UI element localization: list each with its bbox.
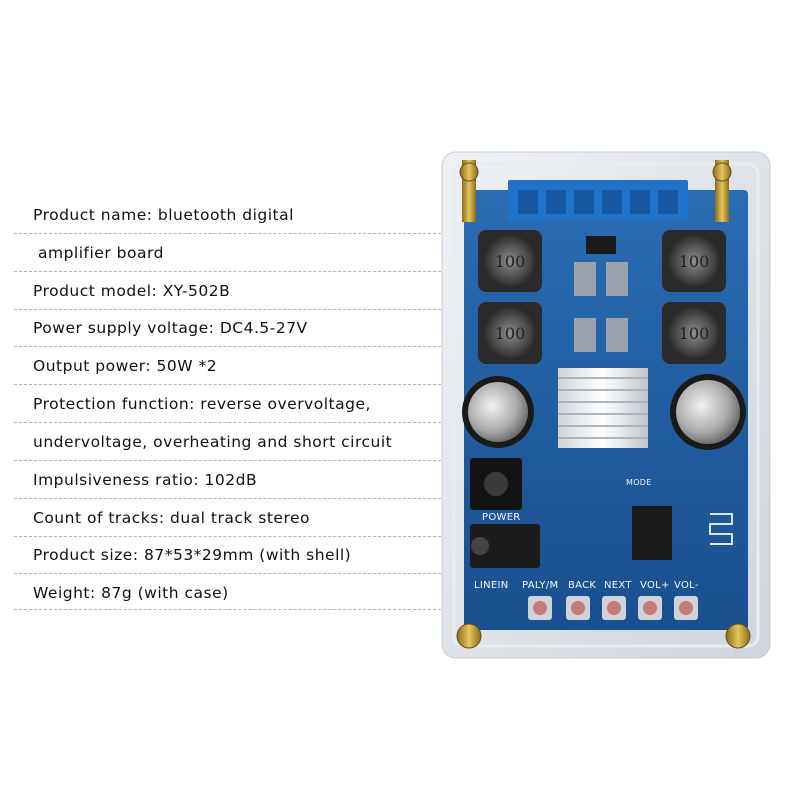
regulator-chip: [586, 236, 616, 254]
spec-list: Product name: bluetooth digital amplifie…: [14, 206, 441, 610]
inductor-bottom-left: 100: [478, 302, 542, 364]
svg-text:LINEIN: LINEIN: [474, 580, 509, 591]
film-capacitors: [574, 262, 628, 352]
svg-text:100: 100: [495, 324, 526, 343]
spec-output-power: Output power: 50W *2: [33, 357, 218, 375]
divider: [14, 573, 441, 574]
case-inner-edge: [452, 162, 760, 648]
spec-impulsiveness: Impulsiveness ratio: 102dB: [33, 471, 258, 489]
audio-jack: [470, 524, 540, 568]
power-label: POWER: [482, 512, 521, 523]
divider: [14, 384, 441, 385]
heatsink: [558, 368, 648, 448]
standoffs: [456, 160, 751, 649]
spec-weight: Weight: 87g (with case): [33, 584, 229, 602]
capacitor-left: [462, 376, 534, 448]
spec-product-name-cont: amplifier board: [38, 244, 164, 262]
inductor-top-right: 100: [662, 230, 726, 292]
spec-product-name: Product name: bluetooth digital: [33, 206, 294, 224]
divider: [14, 460, 441, 461]
button-labels: LINEIN PALY/M BACK NEXT VOL+ VOL-: [474, 580, 699, 591]
divider: [14, 309, 441, 310]
spec-product-model: Product model: XY-502B: [33, 282, 231, 300]
svg-text:100: 100: [679, 324, 710, 343]
dc-jack-hole: [484, 472, 508, 496]
audio-jack-hole: [471, 537, 489, 555]
divider: [14, 346, 441, 347]
inductor-top-left: 100: [478, 230, 542, 292]
inductor-bottom-right: 100: [662, 302, 726, 364]
spec-power-supply: Power supply voltage: DC4.5-27V: [33, 319, 308, 337]
mode-label: MODE: [626, 478, 652, 487]
svg-text:100: 100: [679, 252, 710, 271]
svg-text:PALY/M: PALY/M: [522, 580, 558, 591]
bluetooth-ic: [632, 506, 672, 560]
svg-text:BACK: BACK: [568, 580, 596, 591]
divider: [14, 609, 441, 610]
tactile-buttons: [528, 596, 698, 620]
bluetooth-antenna: [709, 513, 733, 545]
capacitor-right: [670, 374, 746, 450]
spec-protection: Protection function: reverse overvoltage…: [33, 395, 371, 413]
spec-size: Product size: 87*53*29mm (with shell): [33, 546, 352, 564]
svg-text:100: 100: [495, 252, 526, 271]
terminal-screws: [518, 190, 678, 214]
divider: [14, 271, 441, 272]
svg-text:VOL+: VOL+: [640, 580, 670, 591]
divider: [14, 422, 441, 423]
divider: [14, 498, 441, 499]
spec-tracks: Count of tracks: dual track stereo: [33, 509, 311, 527]
svg-text:NEXT: NEXT: [604, 580, 632, 591]
spec-protection-cont: undervoltage, overheating and short circ…: [33, 433, 393, 451]
amplifier-board-photo: 100 100 100 100: [441, 151, 771, 659]
divider: [14, 536, 441, 537]
svg-text:VOL-: VOL-: [674, 580, 699, 591]
divider: [14, 233, 441, 234]
